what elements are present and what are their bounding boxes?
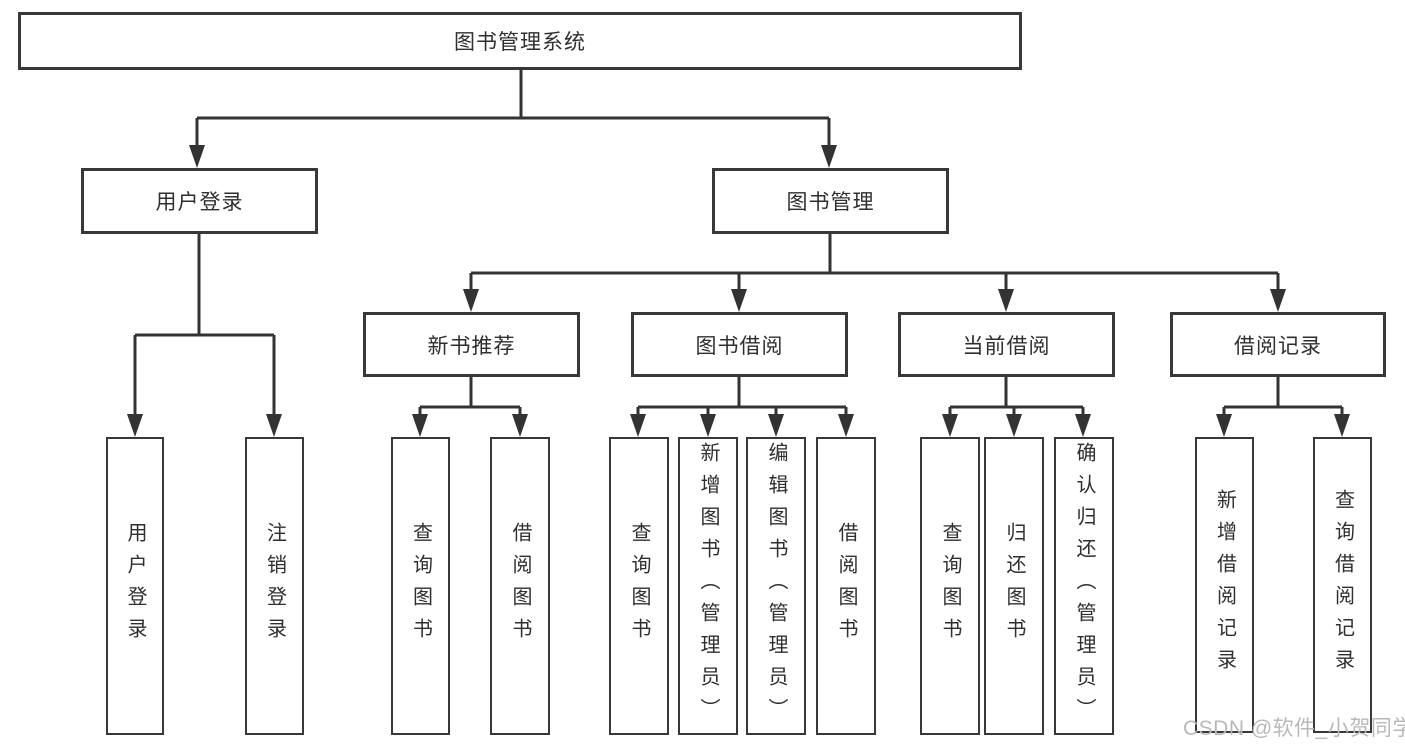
- node-label: 借阅图书: [835, 522, 857, 650]
- leaf-add-borrow-record: 新增借阅记录: [1195, 437, 1254, 733]
- node-label: 查询图书: [628, 522, 650, 650]
- arrowhead-icon: [512, 414, 528, 437]
- arrowheads: [127, 145, 1350, 437]
- leaf-borrow-books-recommend: 借阅图书: [490, 437, 550, 735]
- connector-new-book-branch: [418, 377, 522, 416]
- node-label: 用户登录: [155, 191, 244, 214]
- node-label: 确认归还（管理员）: [1073, 442, 1095, 730]
- node-label: 新增借阅记录: [1213, 489, 1236, 681]
- arrowhead-icon: [127, 414, 143, 437]
- arrowhead-icon: [1006, 414, 1022, 437]
- node-label: 用户登录: [124, 522, 146, 650]
- arrowhead-icon: [700, 414, 716, 437]
- node-library-management-system: 图书管理系统: [18, 12, 1022, 70]
- node-label: 查询图书: [409, 522, 432, 650]
- leaf-add-books-admin: 新增图书（管理员）: [678, 437, 738, 735]
- arrowhead-icon: [463, 289, 479, 312]
- arrowhead-icon: [821, 145, 837, 168]
- node-book-management: 图书管理: [712, 168, 949, 234]
- connector-book-borrow-branch: [636, 377, 848, 416]
- node-label: 图书借阅: [695, 334, 784, 358]
- connector-current-borrow-branch: [948, 377, 1085, 416]
- arrowhead-icon: [998, 289, 1014, 312]
- node-label: 编辑图书（管理员）: [765, 442, 787, 730]
- node-borrowing-records: 借阅记录: [1170, 312, 1386, 377]
- csdn-watermark: CSDN @软件_小贺同学: [1183, 717, 1405, 740]
- arrowhead-icon: [838, 414, 854, 437]
- node-label: 新增图书（管理员）: [697, 442, 719, 730]
- node-user-login: 用户登录: [81, 168, 318, 234]
- connector-user-login-branch: [133, 233, 276, 416]
- node-label: 查询图书: [939, 522, 961, 650]
- node-label: 借阅图书: [509, 522, 531, 650]
- node-label: 注销登录: [263, 522, 286, 650]
- node-current-borrowing: 当前借阅: [898, 312, 1115, 377]
- arrowhead-icon: [266, 414, 282, 437]
- leaf-borrow-books: 借阅图书: [816, 437, 876, 735]
- leaf-edit-books-admin: 编辑图书（管理员）: [746, 437, 806, 735]
- node-label: 查询借阅记录: [1331, 489, 1354, 681]
- arrowhead-icon: [731, 289, 747, 312]
- arrowhead-icon: [630, 414, 646, 437]
- arrowhead-icon: [768, 414, 784, 437]
- node-new-book-recommendation: 新书推荐: [363, 312, 580, 377]
- node-label: 归还图书: [1003, 522, 1025, 650]
- node-label: 图书管理: [786, 191, 875, 214]
- connector-book-management-branch: [469, 233, 1280, 291]
- arrowhead-icon: [942, 414, 958, 437]
- node-label: 当前借阅: [962, 334, 1051, 358]
- arrowhead-icon: [189, 145, 205, 168]
- arrowhead-icon: [1075, 414, 1091, 437]
- node-book-borrowing: 图书借阅: [631, 312, 848, 377]
- leaf-return-books: 归还图书: [984, 437, 1044, 735]
- leaf-logout: 注销登录: [245, 437, 304, 735]
- arrowhead-icon: [1270, 289, 1286, 312]
- node-label: 图书管理系统: [454, 31, 586, 54]
- arrowhead-icon: [1216, 414, 1232, 437]
- arrowhead-icon: [412, 414, 428, 437]
- connector-borrow-record-branch: [1222, 377, 1344, 416]
- leaf-query-books-recommend: 查询图书: [391, 437, 450, 735]
- leaf-query-books-current: 查询图书: [920, 437, 980, 735]
- node-label: 借阅记录: [1234, 334, 1322, 358]
- leaf-query-books-borrow: 查询图书: [609, 437, 669, 735]
- arrowhead-icon: [1334, 414, 1350, 437]
- connector-root-to-level2: [195, 69, 831, 147]
- leaf-query-borrow-record: 查询借阅记录: [1313, 437, 1372, 733]
- node-label: 新书推荐: [427, 334, 516, 358]
- leaf-confirm-return-admin: 确认归还（管理员）: [1054, 437, 1114, 735]
- leaf-user-login: 用户登录: [106, 437, 164, 735]
